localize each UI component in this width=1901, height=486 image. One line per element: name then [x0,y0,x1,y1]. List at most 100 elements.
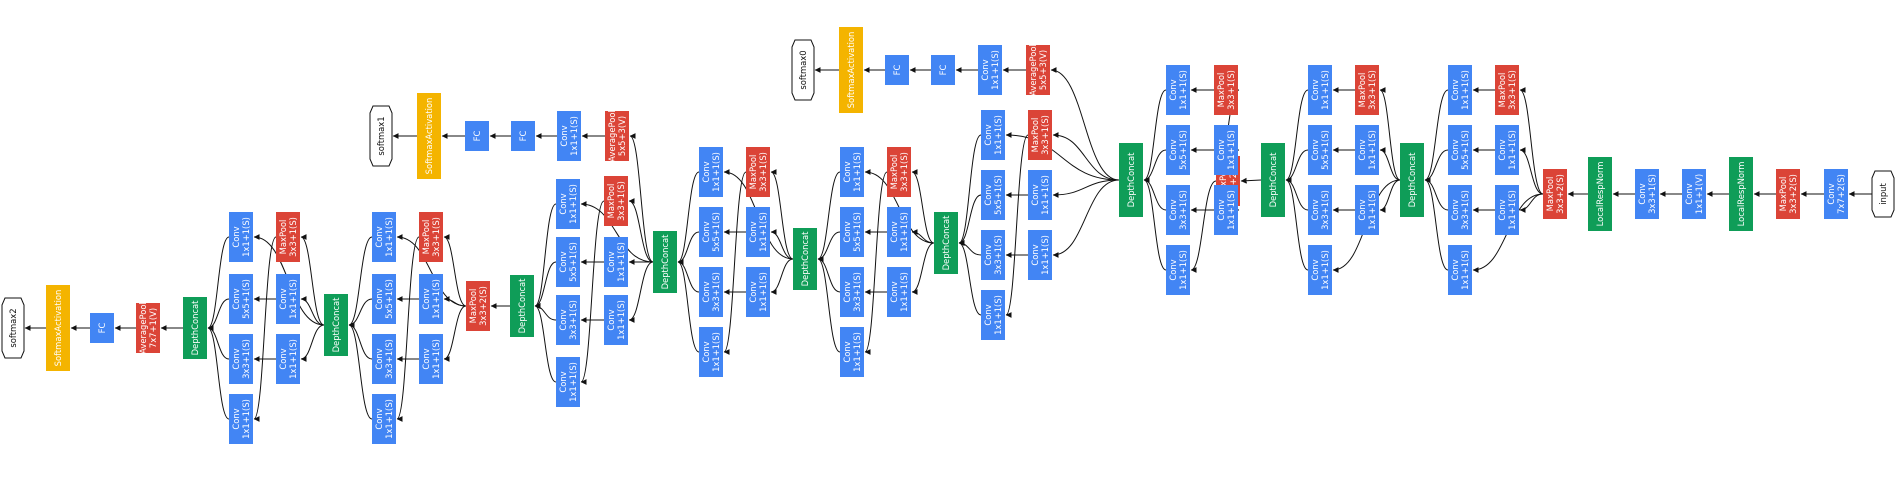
node-i3a_r3-box [1495,185,1519,235]
node-a1_ap-label-line: 5x5+3(V) [617,116,627,156]
node-a1_fc1-label: FC [518,131,528,142]
node-i4e_pp-label-line: 1x1+1(S) [568,362,578,402]
node-i3b_c3-box [1308,185,1332,235]
node-i4e_mp-box [604,176,628,226]
node-i5b_r3-label-line: 1x1+1(S) [288,339,298,379]
node-softmax2: softmax2 [1,297,25,359]
node-i4b_r3: Conv1x1+1(S) [1028,230,1052,280]
edge-i4a_c1-to-dc3 [1143,177,1167,271]
node-i3a_mp-label-line: 3x3+1(S) [1507,70,1517,110]
node-i4d_r5-label: Conv1x1+1(S) [748,212,768,252]
node-i4a_c5-label-line: 5x5+1(S) [1178,130,1188,170]
node-dc3-label-line: DepthConcat [1126,152,1136,208]
edge-i4b_c5-to-dc4 [958,194,982,246]
node-i3b_r5-label-line: Conv [1357,139,1367,160]
node-i4a_r3-label-line: Conv [1216,199,1226,220]
node-dc5-label: DepthConcat [800,231,810,287]
edge-mp4-to-i5a_mp [443,234,467,307]
node-lrn2: LocalRespNorm [1588,157,1612,231]
node-i5a_mp-label: MaxPool3x3+1(S) [421,217,441,257]
node-i4d_c1: Conv1x1+1(S) [699,147,723,197]
node-i5a_c5-label: Conv5x5+1(S) [374,279,394,319]
node-i4d_c5-box [699,207,723,257]
node-i3a_c3-label: Conv3x3+1(S) [1450,190,1470,230]
node-i4b_pp-box [981,290,1005,340]
node-i4a_c3: Conv3x3+1(S) [1166,185,1190,235]
node-i3b_c5: Conv5x5+1(S) [1308,125,1332,175]
edge-dc6-to-i4e_r3 [628,261,654,323]
node-mp1-label-line: 3x3+2(S) [1788,174,1798,214]
node-i4b_mp-label-line: MaxPool [1030,118,1040,153]
node-i4d_c3: Conv3x3+1(S) [699,267,723,317]
node-lrn1-label-line: LocalRespNorm [1736,162,1746,227]
node-i4e_r5-box [604,237,628,287]
node-i5b_mp: MaxPool3x3+1(S) [276,212,300,262]
node-i4e_pp-label: Conv1x1+1(S) [558,362,578,402]
node-i3a_pp: Conv1x1+1(S) [1448,65,1472,115]
node-ap_final-label: AveragePool7x7+1(V) [138,302,158,354]
node-i4b_r3-box [1028,230,1052,280]
node-i3b_c3: Conv3x3+1(S) [1308,185,1332,235]
edge-i4e_c1-to-dc7 [534,203,557,309]
node-i5a_c3-label-line: Conv [374,348,384,369]
node-input: input [1871,170,1895,218]
node-i5a_mp-label-line: 3x3+1(S) [431,217,441,257]
edge-dc2-to-mp3 [1240,177,1262,184]
edges-layer [24,67,1872,422]
node-i4e_mp-label: MaxPool3x3+1(S) [606,181,626,221]
edge-dc8-to-i5b_r5 [300,296,325,326]
node-softmax2-label: softmax2 [8,308,18,347]
node-softmax2-box [1,297,25,359]
node-i4c_c1-label-line: Conv [842,161,852,182]
node-i3a_r5-label-line: 1x1+1(S) [1507,130,1517,170]
node-i3a_r5: Conv1x1+1(S) [1495,125,1519,175]
node-i4e_c3-label-line: 3x3+1(S) [568,300,578,340]
edge-dc6-to-i4e_c1 [580,201,654,263]
node-i4c_mp-label-line: 3x3+1(S) [899,152,909,192]
node-i4a_r5-box [1214,125,1238,175]
node-i4a_c3-label: Conv3x3+1(S) [1168,190,1188,230]
node-i4d_mp-box [746,147,770,197]
node-i3a_c3-box [1448,185,1472,235]
node-i4c_r3-box [887,267,911,317]
edge-i5b_c1-to-dc9 [207,236,230,331]
node-softmax0: softmax0 [791,39,815,101]
node-i5b_c1-box [229,212,253,262]
node-i5a_mp-box [419,212,443,262]
node-i4c_c5-label-line: 5x5+1(S) [852,212,862,252]
node-i4d_r3: Conv1x1+1(S) [746,267,770,317]
node-i3b_c5-label-line: Conv [1310,139,1320,160]
node-i3a_pp-label-line: 1x1+1(S) [1460,70,1470,110]
node-i5a_r5-label-line: Conv [421,288,431,309]
edge-i5b_mp-to-i5b_pp [253,236,277,422]
node-i5b_c3-box [229,334,253,384]
node-i3a_c3-label-line: 3x3+1(S) [1460,190,1470,230]
node-i4b_c3-label: Conv3x3+1(S) [983,235,1003,275]
node-softmax0-label: softmax0 [798,50,808,89]
node-a0_fc2-label-line: FC [892,65,902,76]
node-dc1: DepthConcat [1400,143,1424,217]
edge-dc6-to-i4e_mp [628,198,654,263]
node-i4b_c1-label-line: Conv [983,124,993,145]
node-i3b_r3-label: Conv1x1+1(S) [1357,190,1377,230]
edge-dc6-to-a1_ap [629,133,654,263]
edge-i4e_pp-to-dc7 [534,303,557,383]
node-i5a_c3: Conv3x3+1(S) [372,334,396,384]
node-i5a_r3-label-line: 1x1+1(S) [431,339,441,379]
node-i4e_r3-label-line: Conv [606,309,616,330]
node-i5a_pp-label: Conv1x1+1(S) [374,399,394,439]
node-c2: Conv1x1+1(V) [1682,169,1706,219]
node-i4d_pp-label-line: Conv [701,341,711,362]
node-i4b_r3-label: Conv1x1+1(S) [1030,235,1050,275]
node-i4d_c1-label: Conv1x1+1(S) [701,152,721,192]
node-mp2: MaxPool3x3+2(S) [1543,169,1567,219]
node-c3-label-line: 3x3+1(S) [1647,174,1657,214]
node-i5b_r3: Conv1x1+1(S) [276,334,300,384]
node-i4c_c5-label-line: Conv [842,221,852,242]
node-dc7-label-line: DepthConcat [517,278,527,334]
node-i4c_c1-label: Conv1x1+1(S) [842,152,862,192]
edge-dc4-to-i4c_mp [911,169,935,244]
node-i4e_c1-box [556,179,580,229]
node-a0_sm-label: SoftmaxActivation [846,32,856,109]
node-ap_final-label-line: AveragePool [138,302,148,354]
